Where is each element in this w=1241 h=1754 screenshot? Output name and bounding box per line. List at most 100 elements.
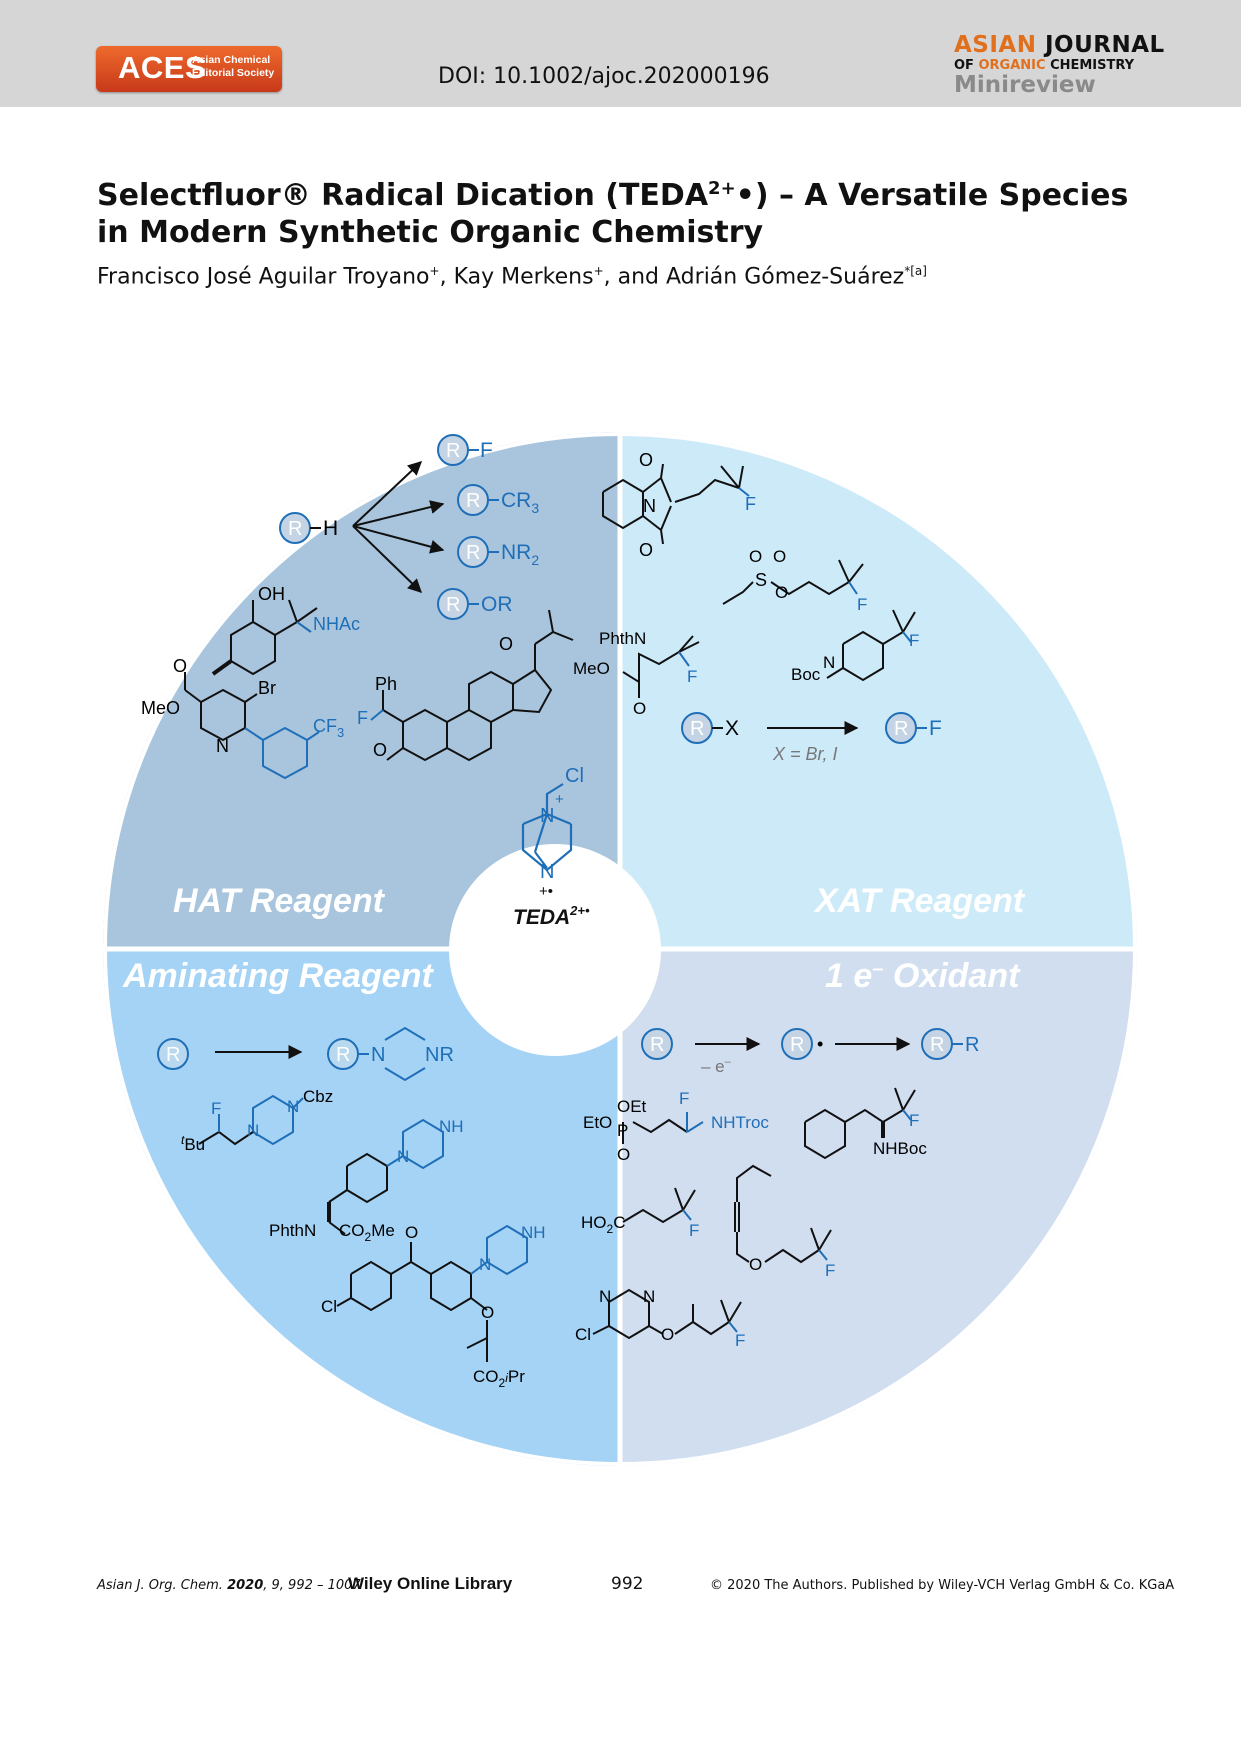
svg-text:F: F [929,717,942,740]
xat-amino-ester [622,635,700,698]
teda-label: TEDA2+• [513,903,590,929]
author: Kay Merkens [453,264,594,290]
svg-text:O: O [639,540,653,560]
svg-text:F: F [687,667,697,686]
svg-text:O: O [617,1145,630,1164]
quadrant-oxidant [620,949,1137,1466]
svg-text:N: N [287,1097,299,1116]
svg-text:N: N [540,861,554,883]
hat-steroid [370,609,574,762]
svg-text:R: R [336,1044,350,1066]
doi[interactable]: DOI: 10.1002/ajoc.202000196 [438,64,770,89]
svg-text:N: N [643,1287,655,1306]
svg-text:F: F [679,1089,689,1108]
svg-text:N: N [397,1147,409,1166]
oxidant-boc-amine [804,1087,916,1160]
wiley-online-library-link[interactable]: Wiley Online Library [348,1574,513,1593]
svg-text:F: F [689,1221,699,1240]
svg-text:R: R [790,1034,804,1056]
svg-text:Br: Br [258,678,276,698]
section-label: Minireview [954,72,1096,98]
svg-text:N: N [599,1287,611,1306]
svg-text:R: R [965,1034,979,1056]
svg-text:O: O [373,740,387,760]
svg-text:CO2iPr: CO2iPr [473,1367,525,1390]
svg-text:R: R [650,1034,664,1056]
svg-text:NH: NH [521,1223,546,1242]
svg-text:R: R [446,594,460,616]
teda-center [449,844,661,1056]
svg-text:R: R [690,718,704,740]
oxidant-scheme: R – e– R • R R [641,1028,979,1076]
svg-text:N: N [371,1044,385,1066]
svg-text:F: F [825,1261,835,1280]
footer-citation: Asian J. Org. Chem. 2020, 9, 992 – 1007 [97,1578,361,1593]
svg-text:F: F [735,1331,745,1350]
svg-text:N: N [643,496,656,516]
svg-text:EtO: EtO [583,1113,612,1132]
hat-pyridine [184,672,320,780]
svg-text:Ph: Ph [375,674,397,694]
svg-text:F: F [857,595,867,614]
oxidant-acid [622,1187,696,1224]
svg-text:O: O [481,1303,494,1322]
article-title: Selectfluor® Radical Dication (TEDA2+•) … [97,178,1129,250]
svg-text:O: O [773,547,786,566]
svg-text:MeO: MeO [141,698,180,718]
journal-logo: ASIAN JOURNAL OF ORGANIC CHEMISTRY Minir… [954,32,1165,98]
teda-structure [521,783,573,872]
svg-text:N: N [540,805,554,827]
oxidant-label: 1 e– Oxidant [825,957,1021,995]
aminating-reagent-label: Aminating Reagent [122,957,434,995]
svg-text:O: O [173,656,187,676]
author: Francisco José Aguilar Troyano [97,264,430,290]
svg-text:NHTroc: NHTroc [711,1113,769,1132]
svg-text:PhthN: PhthN [269,1221,316,1240]
svg-text:OEt: OEt [617,1097,647,1116]
aminating-piperazine-cbz [198,1094,304,1146]
svg-text:F: F [909,631,919,650]
svg-text:F: F [357,708,368,728]
svg-text:Cl: Cl [565,765,584,787]
svg-text:+: + [555,791,564,808]
hat-scheme: R H R F R CR3 R NR2 R OR [279,434,539,620]
xat-sulfonate [722,559,864,605]
svg-text:R: R [894,718,908,740]
svg-text:•: • [817,1034,823,1054]
author: Adrián Gómez-Suárez [666,264,905,290]
svg-text:R: R [288,518,302,540]
svg-text:F: F [909,1111,919,1130]
aminating-benzophenone [336,1224,528,1362]
svg-text:tBu: tBu [181,1133,205,1154]
svg-text:O: O [749,1255,762,1274]
svg-text:R: R [446,440,460,462]
svg-text:N: N [823,653,835,672]
aces-logo-text: ACES [118,50,207,85]
svg-text:S: S [755,570,767,590]
quadrant-xat [620,432,1137,949]
svg-text:NR: NR [425,1044,454,1066]
svg-text:CO2Me: CO2Me [339,1221,395,1244]
svg-text:N: N [247,1121,259,1140]
svg-text:P: P [617,1121,628,1140]
svg-text:N: N [479,1255,491,1274]
oxidant-phosphonate [622,1112,704,1144]
page-number: 992 [611,1574,644,1594]
hat-reagent-label: HAT Reagent [173,882,386,920]
svg-text:O: O [405,1223,418,1242]
copyright: © 2020 The Authors. Published by Wiley-V… [710,1578,1175,1593]
svg-text:MeO: MeO [573,659,610,678]
svg-text:– e–: – e– [701,1056,732,1076]
author-list: Francisco José Aguilar Troyano+, Kay Mer… [97,264,927,290]
svg-text:F: F [211,1099,221,1118]
svg-text:N: N [216,736,229,756]
svg-text:O: O [775,583,788,602]
svg-text:O: O [499,634,513,654]
svg-text:NR2: NR2 [501,541,539,568]
svg-text:R: R [166,1044,180,1066]
svg-text:HO2C: HO2C [581,1213,625,1236]
hat-menthol-derivative [211,599,318,676]
svg-text:R: R [466,542,480,564]
